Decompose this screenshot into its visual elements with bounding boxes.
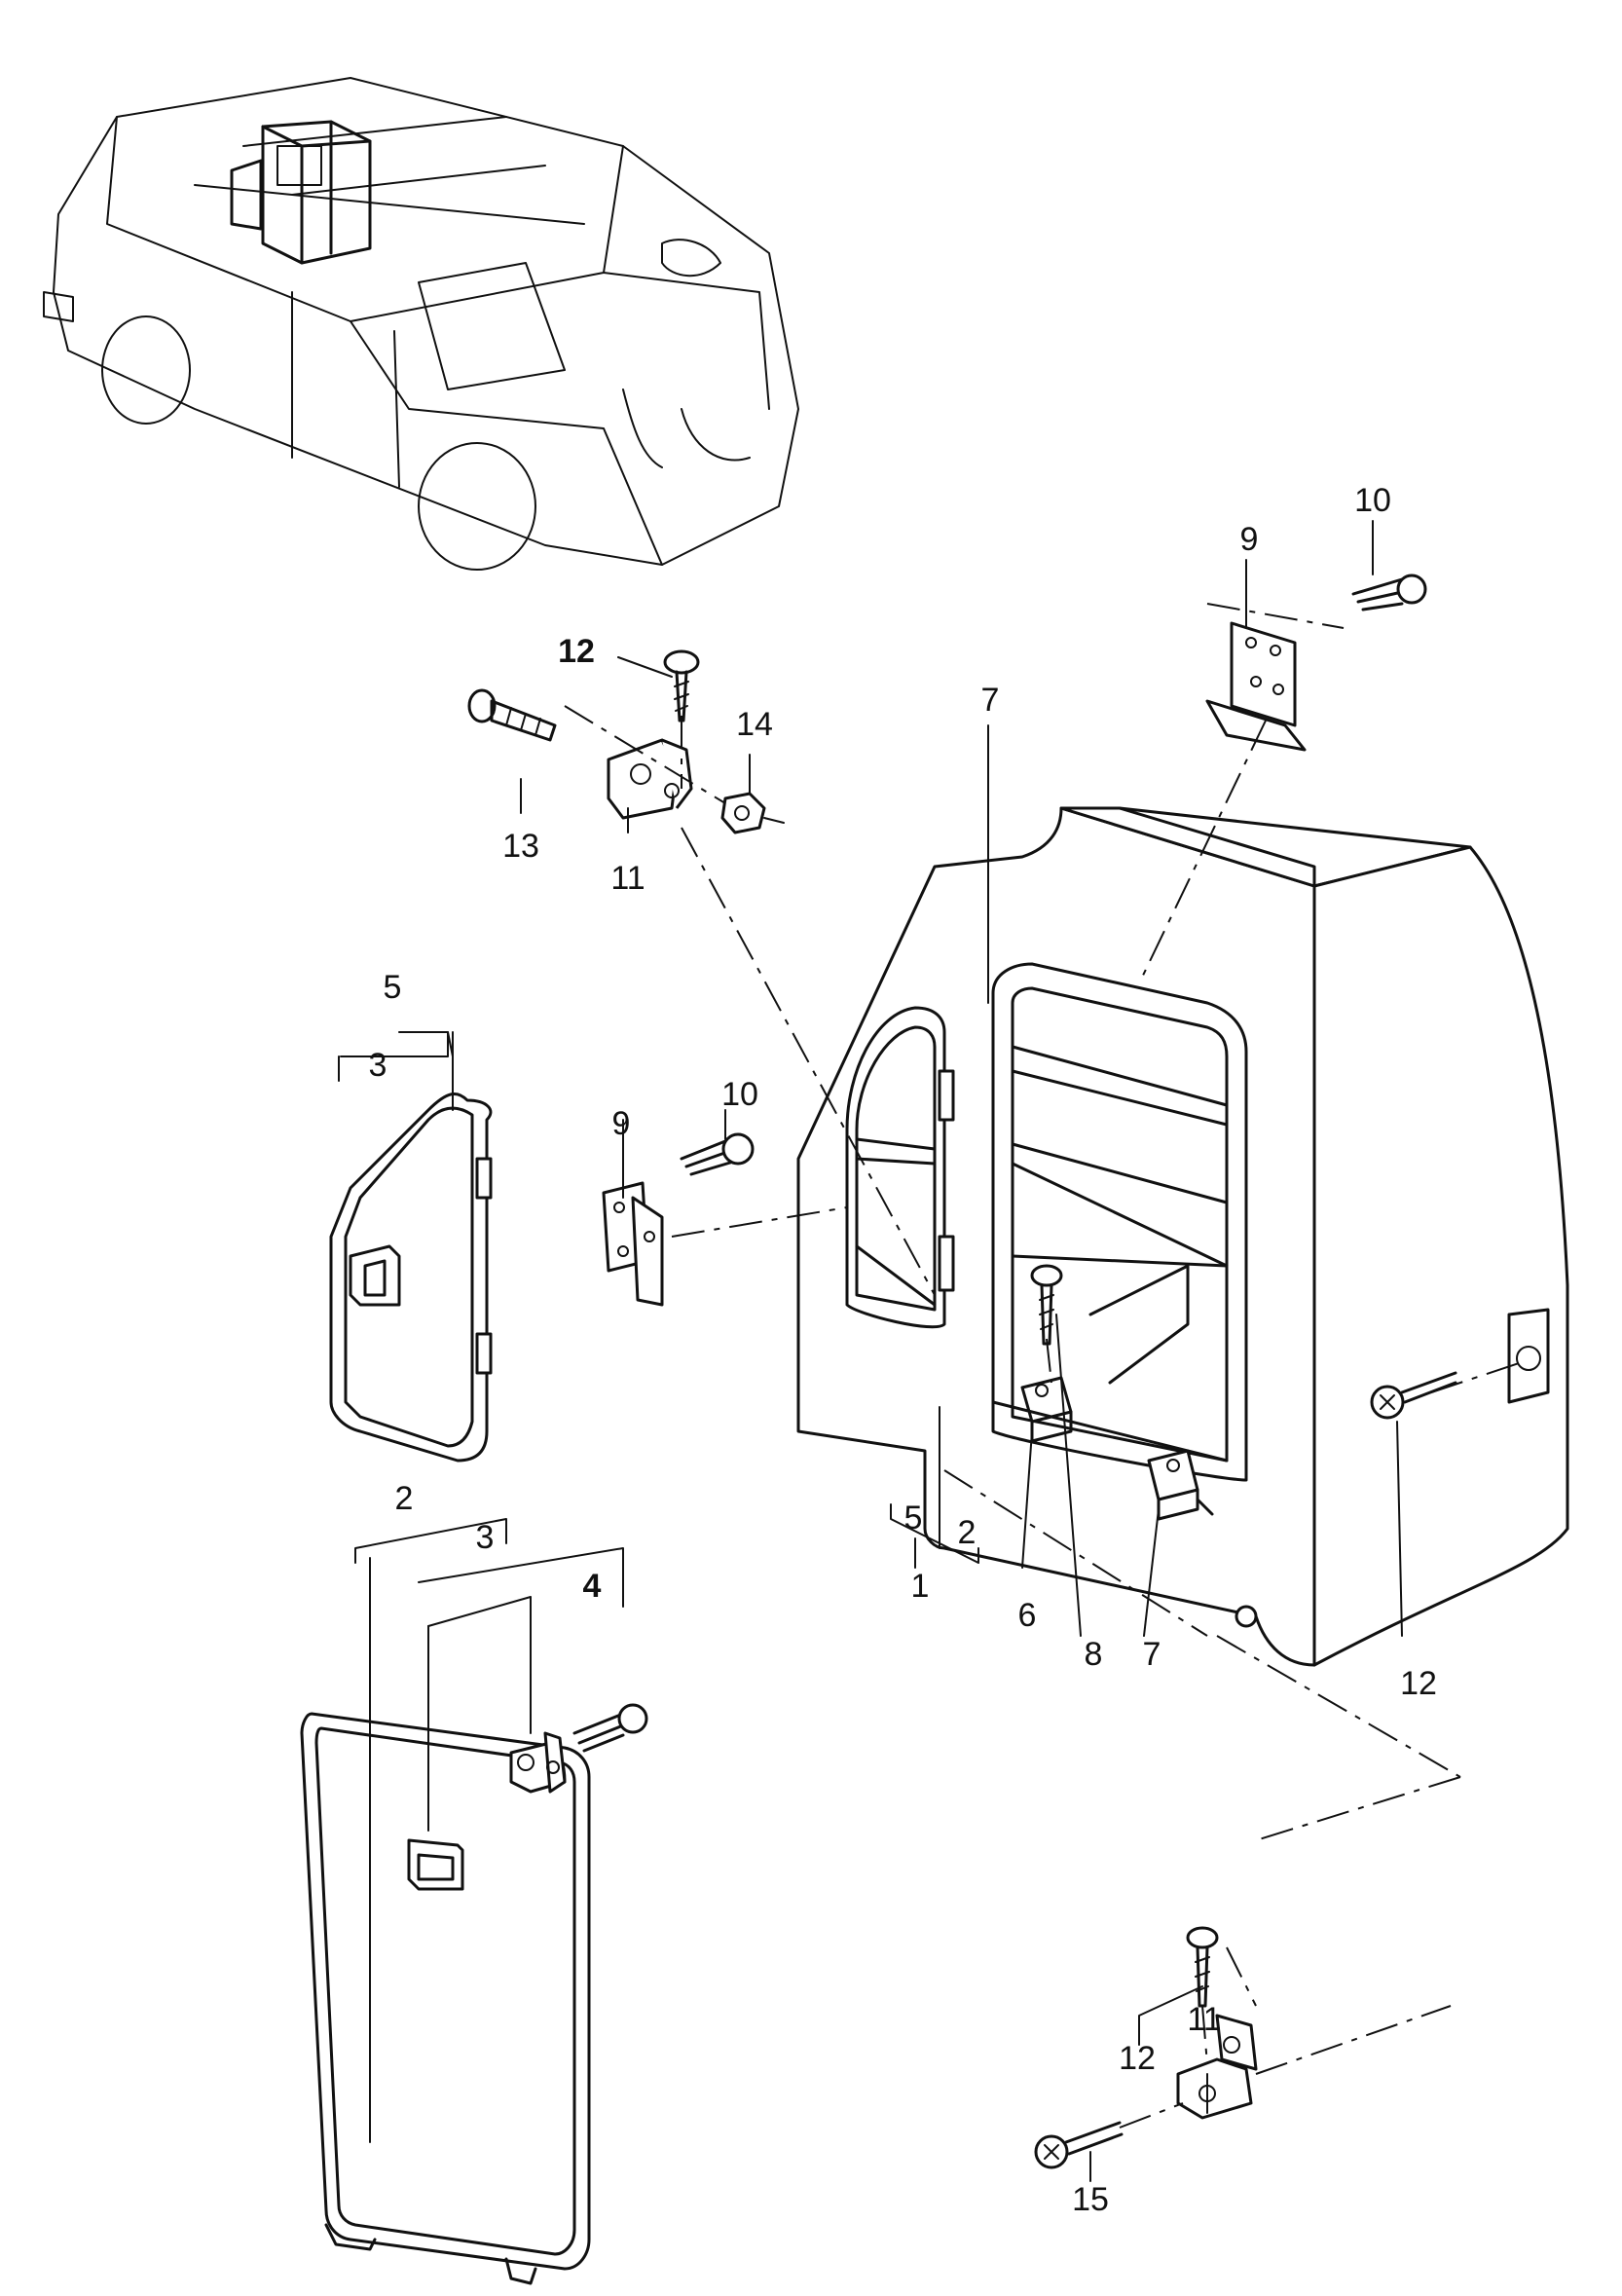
bolt-upper-left: [467, 688, 557, 742]
screw-lower-right-vertical: [1186, 1926, 1219, 2008]
callout-13: 13: [502, 828, 539, 865]
callout-11-upper: 11: [610, 860, 645, 897]
callout-2-lower-left: 2: [395, 1480, 414, 1517]
callout-labels: 10 9 12 14 7 13 11 5 3 10 9 2 3 4 5 2 1 …: [369, 482, 1437, 2218]
callout-9-top: 9: [1240, 521, 1259, 558]
callout-6: 6: [1018, 1597, 1037, 1634]
callout-7-lower: 7: [1143, 1636, 1161, 1673]
callout-4: 4: [583, 1568, 602, 1605]
bracket-lower-right: [1176, 2014, 1258, 2120]
plug-cap: [1235, 1605, 1258, 1628]
callout-1: 1: [911, 1568, 930, 1605]
callout-12-lower-right: 12: [1119, 2040, 1156, 2077]
small-flap-door: [329, 1092, 493, 1463]
screw-center: [1030, 1264, 1063, 1346]
storage-cabinet: [796, 806, 1569, 1667]
callout-12-upper-left: 12: [558, 633, 595, 670]
screw-middle-left: [680, 1132, 755, 1176]
callout-8: 8: [1085, 1636, 1103, 1673]
callout-14: 14: [736, 706, 773, 743]
screw-right-side: [1370, 1371, 1457, 1420]
callout-3-upper-left: 3: [369, 1047, 387, 1084]
callout-5-center: 5: [904, 1500, 923, 1537]
callout-15: 15: [1072, 2181, 1109, 2218]
large-door-panel: [300, 1712, 591, 2285]
callout-2-center: 2: [958, 1514, 977, 1551]
callout-5-upper-left: 5: [384, 969, 402, 1006]
callout-brackets: [338, 520, 1403, 2182]
callout-11-lower-right: 11: [1187, 2001, 1221, 2038]
assembly-lines: [564, 603, 1520, 2129]
callout-10-top: 10: [1354, 482, 1391, 519]
hinge-middle-left: [602, 1181, 664, 1307]
screw-top-right: [1351, 574, 1427, 611]
screw-door-hinge: [572, 1703, 648, 1753]
hinge-top-right: [1205, 621, 1307, 752]
callout-9-middle: 9: [612, 1105, 631, 1142]
callout-7-upper: 7: [981, 682, 1000, 719]
bracket-upper-left: [607, 738, 693, 820]
callout-12-right: 12: [1400, 1665, 1437, 1702]
callout-10-middle: 10: [721, 1076, 758, 1113]
screw-upper-left-vertical: [663, 649, 700, 722]
screw-lower-right-horizontal: [1034, 2121, 1124, 2169]
callout-3-lower-left: 3: [476, 1519, 495, 1556]
nut-upper-left: [720, 792, 785, 834]
van-overview-illustration: [43, 77, 799, 571]
